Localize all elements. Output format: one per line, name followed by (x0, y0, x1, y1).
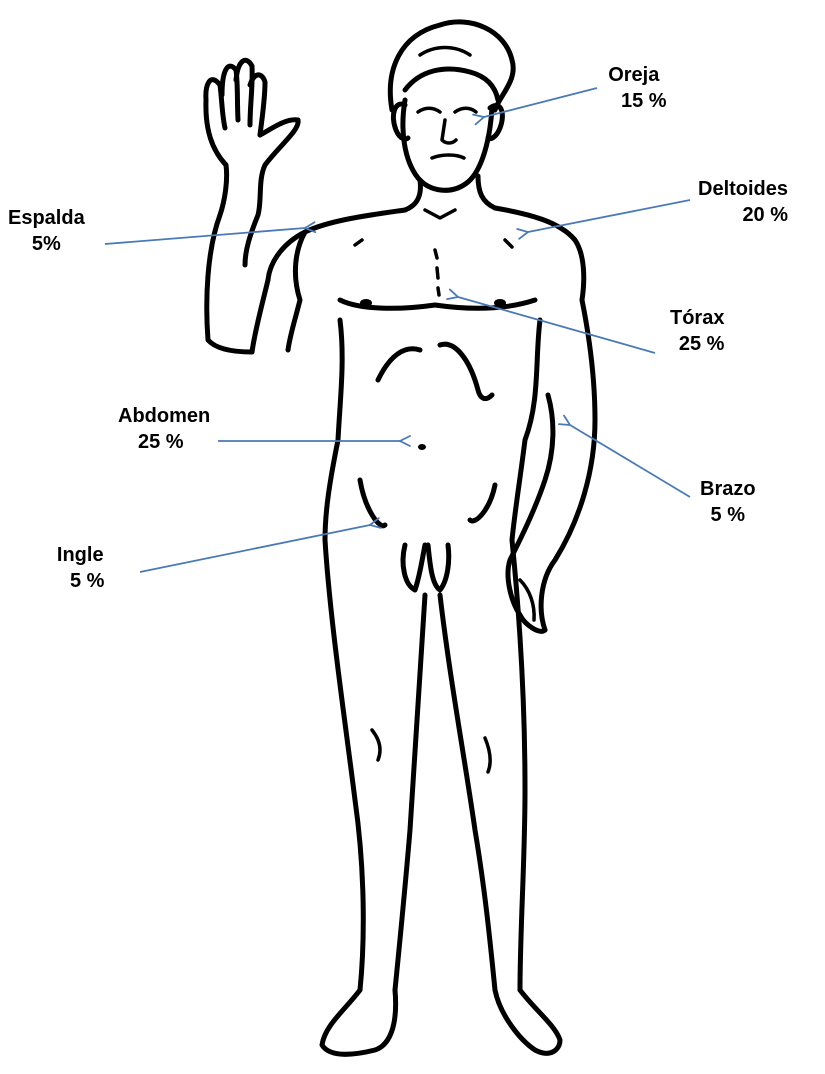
label-deltoides: Deltoides 20 % (698, 176, 788, 228)
arrow-ingle (140, 525, 370, 572)
label-brazo: Brazo 5 % (700, 476, 756, 528)
label-oreja-name: Oreja (601, 62, 667, 88)
label-torax: Tórax 25 % (670, 305, 724, 357)
label-ingle: Ingle 5 % (56, 542, 104, 594)
label-espalda-pct: 5% (8, 231, 85, 257)
label-abdomen-pct: 25 % (118, 429, 210, 455)
label-torax-pct: 25 % (670, 331, 724, 357)
label-deltoides-name: Deltoides (698, 176, 788, 202)
label-espalda: Espalda 5% (8, 205, 85, 257)
figure-outline (206, 22, 595, 1054)
arrows (105, 88, 690, 572)
arrow-deltoides (528, 200, 690, 232)
label-brazo-name: Brazo (700, 476, 756, 502)
arrow-espalda (105, 228, 305, 244)
label-abdomen: Abdomen 25 % (118, 403, 210, 455)
label-oreja-pct: 15 % (601, 88, 667, 114)
label-abdomen-name: Abdomen (118, 403, 210, 429)
arrow-torax (458, 297, 655, 353)
label-oreja: Oreja 15 % (601, 62, 667, 114)
label-ingle-pct: 5 % (56, 568, 104, 594)
label-ingle-name: Ingle (56, 542, 104, 568)
label-brazo-pct: 5 % (700, 502, 756, 528)
label-espalda-name: Espalda (8, 205, 85, 231)
label-deltoides-pct: 20 % (698, 202, 788, 228)
label-torax-name: Tórax (670, 305, 724, 331)
